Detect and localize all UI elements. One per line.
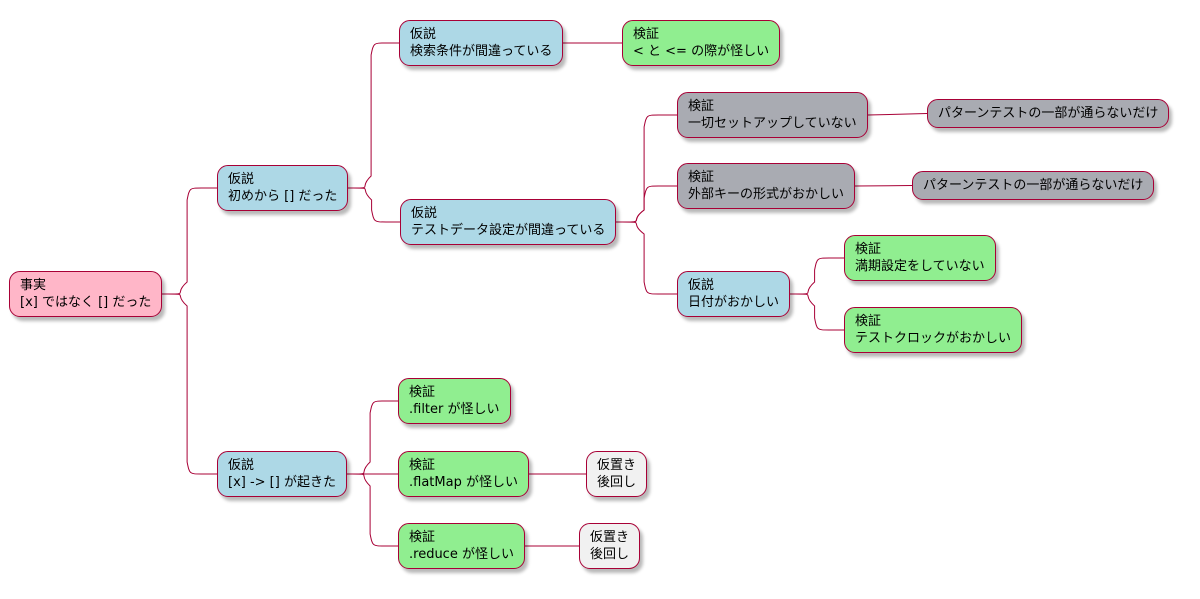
verification-node-foreign-key: 検証 外部キーの形式がおかしい xyxy=(677,163,856,209)
node-title: 検証 xyxy=(409,530,436,545)
node-text: パターンテストの一部が通らないだけ xyxy=(938,106,1159,121)
verification-node-filter: 検証 .filter が怪しい xyxy=(398,378,511,424)
node-text: [x] -> [] が起きた xyxy=(228,475,336,490)
node-text: 検索条件が間違っている xyxy=(410,44,553,59)
verification-node-no-setup: 検証 一切セットアップしていない xyxy=(677,92,868,138)
connector-edge xyxy=(616,185,677,223)
node-title: 検証 xyxy=(409,385,436,400)
node-text: .flatMap が怪しい xyxy=(409,475,518,490)
node-line2: 後回し xyxy=(597,475,637,490)
connector-edge xyxy=(347,400,398,475)
verification-node-boundary: 検証 < と <= の際が怪しい xyxy=(622,20,781,66)
connector-edge xyxy=(790,257,844,295)
verification-node-test-clock: 検証 テストクロックがおかしい xyxy=(844,307,1023,353)
connector-edge xyxy=(616,221,677,295)
node-text: 日付がおかしい xyxy=(688,295,780,310)
node-text: 満期設定をしていない xyxy=(855,259,985,274)
node-line1: 仮置き xyxy=(590,530,630,545)
node-title: 仮説 xyxy=(411,206,438,221)
node-text: .filter が怪しい xyxy=(409,402,500,417)
node-line1: 仮置き xyxy=(597,458,637,473)
verification-node-maturity: 検証 満期設定をしていない xyxy=(844,235,996,281)
node-text: [x] ではなく [] だった xyxy=(20,295,152,310)
node-text: テストクロックがおかしい xyxy=(855,331,1012,346)
node-title: 仮説 xyxy=(228,172,255,187)
node-title: 検証 xyxy=(688,170,715,185)
hypothesis-node-initially-empty: 仮説 初めから [] だった xyxy=(217,165,349,211)
node-text: 外部キーの形式がおかしい xyxy=(688,187,845,202)
verification-node-reduce: 検証 .reduce が怪しい xyxy=(398,523,525,569)
connector-edge xyxy=(162,293,217,475)
result-node-partial-fail-2: パターンテストの一部が通らないだけ xyxy=(912,171,1155,200)
node-text: < と <= の際が怪しい xyxy=(633,44,770,59)
node-title: 検証 xyxy=(855,314,882,329)
node-text: パターンテストの一部が通らないだけ xyxy=(923,178,1144,193)
connector-edge xyxy=(347,473,398,547)
hypothesis-node-transform: 仮説 [x] -> [] が起きた xyxy=(217,451,347,497)
fact-node: 事実 [x] ではなく [] だった xyxy=(9,271,163,317)
node-text: テストデータ設定が間違っている xyxy=(411,223,606,238)
node-title: 仮説 xyxy=(688,278,715,293)
node-text: 一切セットアップしていない xyxy=(688,116,857,131)
node-title: 仮説 xyxy=(410,27,437,42)
node-text: 初めから [] だった xyxy=(228,189,338,204)
hypothesis-node-test-data: 仮説 テストデータ設定が間違っている xyxy=(400,199,617,245)
node-title: 検証 xyxy=(688,99,715,114)
connector-edge xyxy=(348,187,400,223)
node-title: 事実 xyxy=(20,278,47,293)
connector-edge xyxy=(616,114,677,223)
node-text: .reduce が怪しい xyxy=(409,547,514,562)
deferred-node-flatmap: 仮置き 後回し xyxy=(586,451,648,497)
hypothesis-node-search-condition: 仮説 検索条件が間違っている xyxy=(399,20,564,66)
node-title: 検証 xyxy=(633,27,660,42)
connector-edge xyxy=(348,42,399,189)
verification-node-flatmap: 検証 .flatMap が怪しい xyxy=(398,451,529,497)
hypothesis-node-date: 仮説 日付がおかしい xyxy=(677,271,791,317)
result-node-partial-fail-1: パターンテストの一部が通らないだけ xyxy=(927,99,1170,128)
node-title: 仮説 xyxy=(228,458,255,473)
node-title: 検証 xyxy=(409,458,436,473)
connector-edge xyxy=(162,187,217,295)
connector-edge xyxy=(854,185,913,187)
connector-edge xyxy=(790,293,844,331)
node-title: 検証 xyxy=(855,242,882,257)
connector-edge xyxy=(867,113,928,116)
deferred-node-reduce: 仮置き 後回し xyxy=(579,523,641,569)
node-line2: 後回し xyxy=(590,547,630,562)
